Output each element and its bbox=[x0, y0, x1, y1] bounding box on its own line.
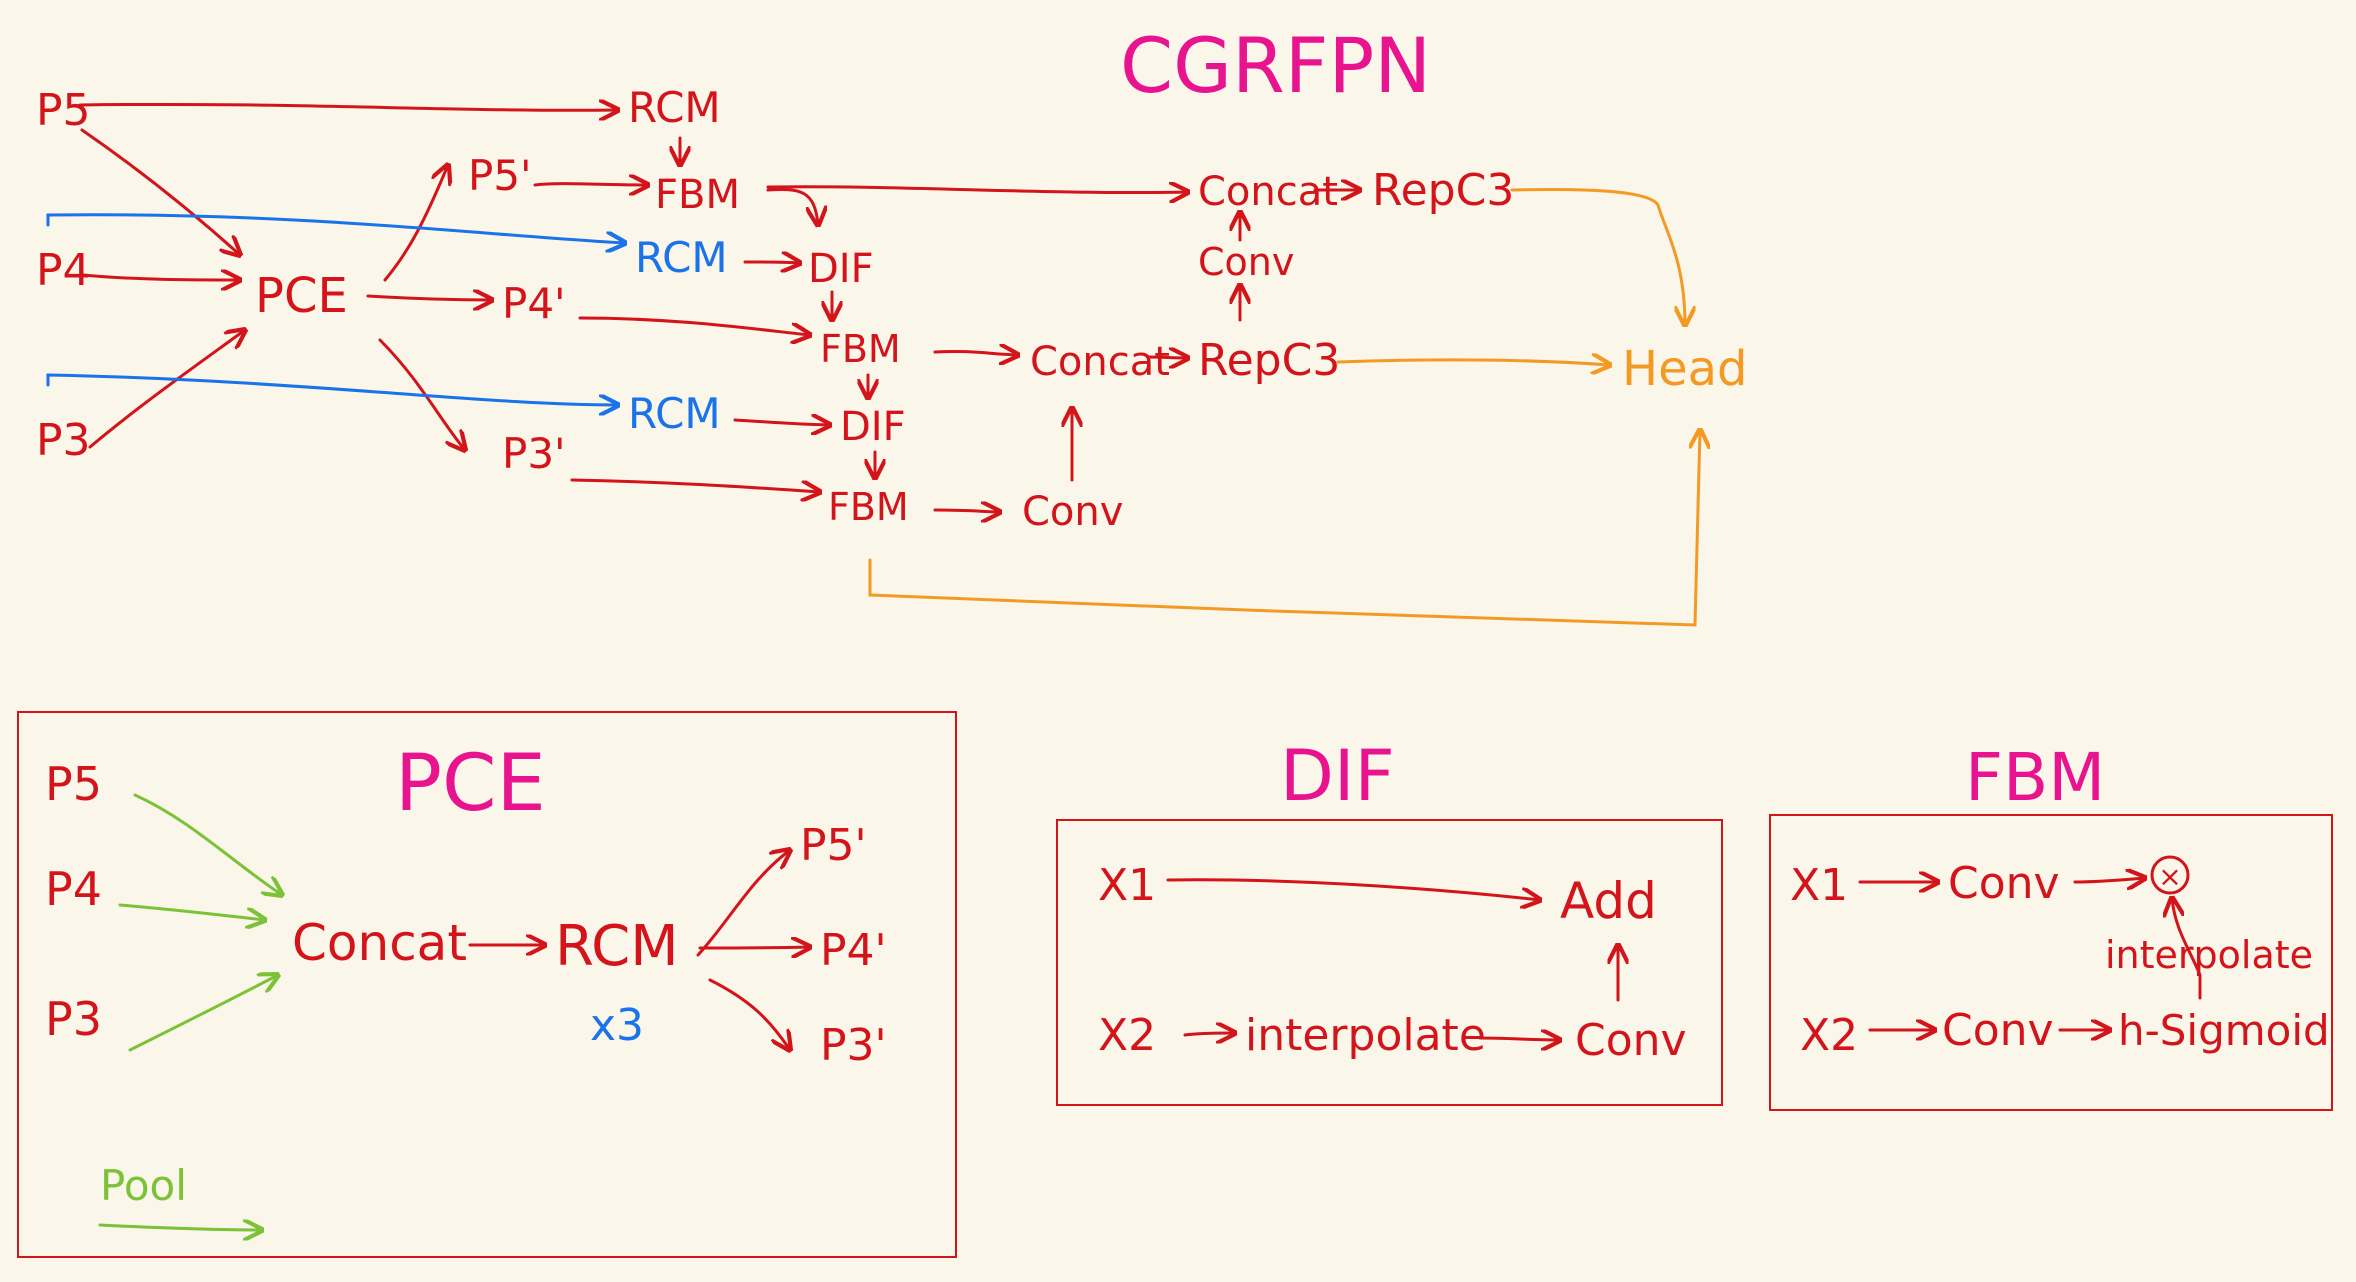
pce-panel-out-p5: P5' bbox=[800, 820, 867, 871]
main-title: CGRFPN bbox=[1120, 21, 1431, 110]
fbm-panel-x1: X1 bbox=[1790, 860, 1848, 911]
dif-panel-interpolate: interpolate bbox=[1245, 1010, 1486, 1061]
head-node: Head bbox=[1622, 341, 1748, 397]
fbm-panel-hsigmoid: h-Sigmoid bbox=[2118, 1006, 2330, 1055]
pce-panel-concat: Concat bbox=[292, 914, 467, 972]
dif-arrows bbox=[1166, 878, 1618, 1040]
dif-panel-border bbox=[1056, 819, 1723, 1106]
fbm-bot: FBM bbox=[828, 485, 909, 529]
pce-green-arrows bbox=[98, 793, 282, 1230]
dif-panel-conv: Conv bbox=[1575, 1015, 1687, 1066]
fbm-panel: FBM X1 X2 Conv Conv × interpolate h-Sigm… bbox=[1769, 739, 2333, 1111]
fbm-panel-conv1: Conv bbox=[1948, 858, 2060, 909]
concat-top: Concat bbox=[1198, 169, 1338, 215]
fbm-panel-title: FBM bbox=[1965, 739, 2105, 816]
pce-out-p3: P3' bbox=[502, 429, 566, 478]
pce-red-arrows bbox=[468, 850, 810, 1050]
dif-panel-title: DIF bbox=[1280, 735, 1395, 817]
pce-panel-input-p5: P5 bbox=[45, 757, 102, 811]
pce-panel-title: PCE bbox=[395, 739, 546, 829]
repc3-mid: RepC3 bbox=[1198, 335, 1340, 386]
conv-bot: Conv bbox=[1022, 489, 1123, 535]
fbm-panel-x2: X2 bbox=[1800, 1010, 1858, 1061]
repc3-top: RepC3 bbox=[1372, 165, 1514, 216]
rcm-top: RCM bbox=[628, 83, 721, 132]
orange-arrows bbox=[868, 188, 1700, 627]
pce-panel-out-p3: P3' bbox=[820, 1020, 887, 1071]
dif-panel-x2: X2 bbox=[1098, 1010, 1156, 1061]
input-p4: P4 bbox=[36, 245, 91, 296]
dif-bot: DIF bbox=[840, 404, 906, 450]
dif-panel-add: Add bbox=[1560, 872, 1657, 930]
blue-arrows bbox=[46, 213, 625, 405]
dif-panel-x1: X1 bbox=[1098, 860, 1156, 911]
fbm-panel-interpolate: interpolate bbox=[2105, 933, 2313, 977]
pce-panel-repeat: x3 bbox=[590, 1000, 644, 1051]
pce-panel-input-p4: P4 bbox=[45, 862, 102, 916]
pce-panel-legend-pool: Pool bbox=[100, 1161, 187, 1210]
fbm-mid: FBM bbox=[820, 327, 901, 371]
dif-panel: DIF X1 X2 Add interpolate Conv bbox=[1056, 735, 1723, 1106]
dif-top: DIF bbox=[808, 246, 874, 292]
pce-panel-out-p4: P4' bbox=[820, 925, 887, 976]
main-diagram: CGRFPN P5 P4 P3 PCE P5' P4' P3' RCM RCM … bbox=[36, 21, 1748, 627]
pce-out-p5: P5' bbox=[468, 151, 532, 200]
multiply-icon bbox=[2150, 855, 2190, 895]
red-arrows bbox=[78, 104, 1360, 512]
rcm-mid: RCM bbox=[635, 233, 728, 282]
pce-out-p4: P4' bbox=[502, 279, 566, 328]
concat-mid: Concat bbox=[1030, 339, 1170, 385]
pce-panel: PCE P5 P4 P3 Concat RCM x3 P5' P4' P3' P… bbox=[17, 711, 957, 1258]
pce-panel-input-p3: P3 bbox=[45, 992, 102, 1046]
pce-panel-rcm: RCM bbox=[555, 914, 679, 979]
fbm-panel-border bbox=[1769, 814, 2333, 1111]
conv-top: Conv bbox=[1198, 240, 1294, 284]
fbm-top: FBM bbox=[655, 172, 740, 218]
input-p3: P3 bbox=[36, 415, 91, 466]
fbm-panel-conv2: Conv bbox=[1942, 1005, 2054, 1056]
fbm-arrows bbox=[1858, 878, 2202, 1030]
pce-panel-border bbox=[17, 711, 957, 1258]
rcm-bot: RCM bbox=[628, 389, 721, 438]
fbm-panel-multiply: × bbox=[2158, 860, 2181, 893]
input-p5: P5 bbox=[36, 85, 91, 136]
pce-node: PCE bbox=[255, 268, 348, 324]
